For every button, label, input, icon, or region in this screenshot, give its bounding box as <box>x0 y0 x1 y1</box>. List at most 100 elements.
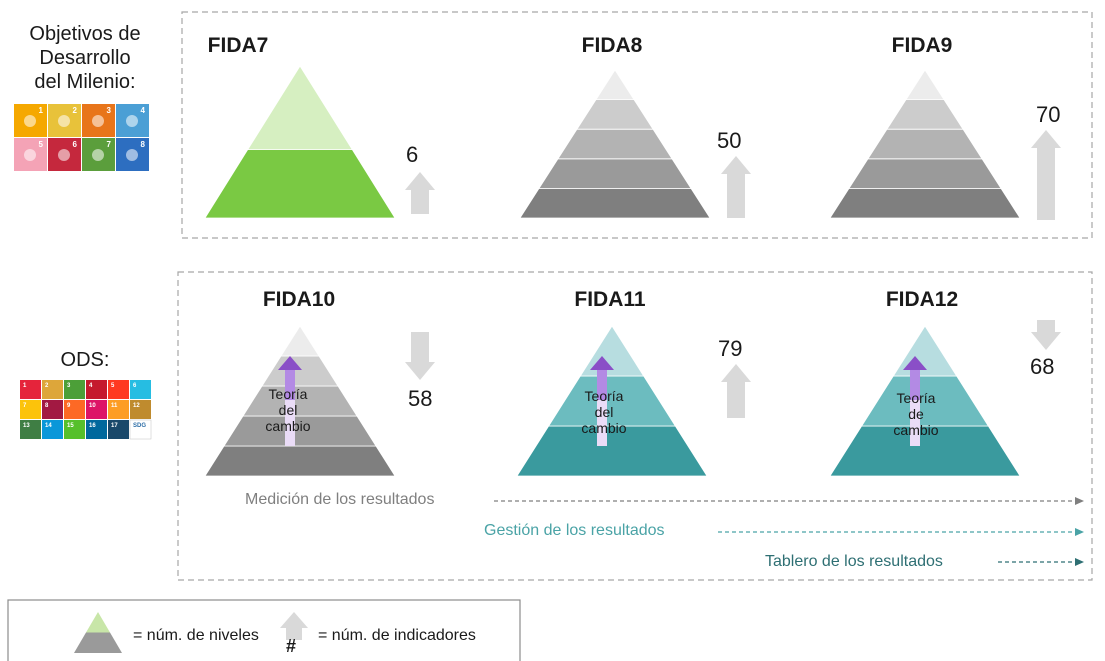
sdg-goal-number: 13 <box>23 423 30 429</box>
pyramid-title-fida11: FIDA11 <box>574 288 646 311</box>
timeline-label-dashboard: Tablero de los resultados <box>765 553 943 570</box>
arrow-right-icon <box>1075 558 1084 566</box>
mdg-label-line: del Milenio: <box>34 71 136 93</box>
toc-word: cambio <box>893 422 939 438</box>
toc-arrow-shaft <box>285 368 295 446</box>
legend-box <box>7 599 521 661</box>
sdg-goal-number: 16 <box>89 423 96 429</box>
sdg-goal-number: 11 <box>111 403 118 409</box>
pyramid-title-fida8: FIDA8 <box>581 34 643 57</box>
toc-word: cambio <box>581 420 627 436</box>
toc-arrow-shaft <box>910 368 920 446</box>
indicator-count-fida12: 68 <box>1030 354 1055 379</box>
toc-arrow-shaft-top <box>285 370 295 400</box>
pyramid-title-fida7: FIDA7 <box>207 34 269 57</box>
mdg-goal-icon <box>126 115 138 127</box>
sdg-goal-tile <box>86 380 107 399</box>
sdg-goal-number: 17 <box>111 423 118 429</box>
indicator-arrow-fida10 <box>405 332 435 380</box>
sdg-goal-tile <box>20 400 41 419</box>
pyramid-level <box>867 128 983 160</box>
pyramids-layer <box>204 65 1061 477</box>
mdg-goal-number: 4 <box>141 106 146 115</box>
arrow-up-icon <box>1031 130 1061 220</box>
toc-arrow-shaft-top <box>910 370 920 400</box>
pyramid-fida8 <box>519 69 711 219</box>
sdg-goal-number: 9 <box>67 403 71 409</box>
toc-word: de <box>908 406 924 422</box>
sdg-goal-tile <box>108 420 129 439</box>
pyramid-level <box>261 355 339 387</box>
sdg-goal-tile <box>64 380 85 399</box>
indicator-count-fida10: 58 <box>408 386 433 411</box>
pyramid-level <box>595 69 635 100</box>
sdg-goal-tile <box>108 400 129 419</box>
pyramid-title-fida12: FIDA12 <box>885 288 959 311</box>
toc-arrow-shaft <box>597 368 607 446</box>
sdg-goal-number: 8 <box>45 403 49 409</box>
mdg-goal-icon <box>58 115 70 127</box>
mdg-goal-number: 8 <box>141 140 146 149</box>
mdg-goal-icon <box>58 149 70 161</box>
sdg-goal-number: 12 <box>133 403 140 409</box>
mdg-goal-number: 1 <box>39 106 44 115</box>
mdg-goal-icon <box>92 115 104 127</box>
sdg-goal-tile <box>64 420 85 439</box>
timeline-label-measurement: Medición de los resultados <box>245 491 435 508</box>
pyramid-level <box>519 187 711 219</box>
indicator-arrow-fida11 <box>721 364 751 418</box>
legend-hash-symbol: # <box>286 636 297 656</box>
mdg-goal-number: 2 <box>73 106 78 115</box>
arrow-up-icon <box>721 364 751 418</box>
indicator-count-fida11: 79 <box>718 336 743 361</box>
pyramid-fida10 <box>204 325 396 477</box>
pyramid-fida7 <box>204 65 396 219</box>
sdg-label: ODS: <box>60 349 110 371</box>
sdg-goal-number: 7 <box>23 403 27 409</box>
pyramid-fida11 <box>516 325 708 477</box>
indicator-count-fida9: 70 <box>1036 102 1061 127</box>
sdg-goal-number: 6 <box>133 383 137 389</box>
pyramid-fida12 <box>829 325 1021 477</box>
arrow-down-icon <box>405 332 435 380</box>
pyramid-level <box>204 149 396 219</box>
mdg-label-line: Desarrollo <box>39 47 131 69</box>
pyramid-level <box>829 187 1021 219</box>
toc-word: Teoría <box>584 388 624 404</box>
sdg-goal-tile <box>42 400 63 419</box>
pyramid-level <box>280 325 320 357</box>
sdg-goal-tile <box>129 419 152 440</box>
mdg-goal-icon <box>92 149 104 161</box>
legend-pyramid-top <box>86 612 110 633</box>
pyramid-level <box>905 69 945 100</box>
indicator-count-fida8: 50 <box>717 128 742 153</box>
arrow-up-icon <box>721 156 751 218</box>
legend-indicators-label: = núm. de indicadores <box>318 627 476 644</box>
legend-levels-label: = núm. de niveles <box>133 627 259 644</box>
pyramid-level <box>576 99 654 130</box>
mdg-label: Objetivos de Desarrollo del Milenio: <box>0 22 170 94</box>
mdg-goal-icon <box>24 149 36 161</box>
sdg-goal-number: 2 <box>45 383 49 389</box>
mdg-goal-icon <box>24 115 36 127</box>
arrow-right-icon <box>1075 528 1084 536</box>
toc-arrow-shaft-top <box>597 370 607 400</box>
indicator-arrow-fida7 <box>405 172 435 214</box>
pyramid-level <box>538 158 692 189</box>
sdg-era-frame <box>177 271 1093 581</box>
toc-word: del <box>594 404 614 420</box>
pyramid-level <box>247 65 353 151</box>
pyramid-level <box>557 128 673 160</box>
pyramid-fida9 <box>829 69 1021 219</box>
sdg-goal-number: 5 <box>111 383 115 389</box>
legend-marks <box>74 612 308 653</box>
indicator-arrow-fida9 <box>1031 130 1061 220</box>
mdg-era-frame <box>181 11 1093 239</box>
sdg-goal-tile <box>130 400 151 419</box>
pyramid-title-fida10: FIDA10 <box>262 288 336 311</box>
toc-arrow-head <box>903 356 927 370</box>
indicator-arrow-fida8 <box>721 156 751 218</box>
